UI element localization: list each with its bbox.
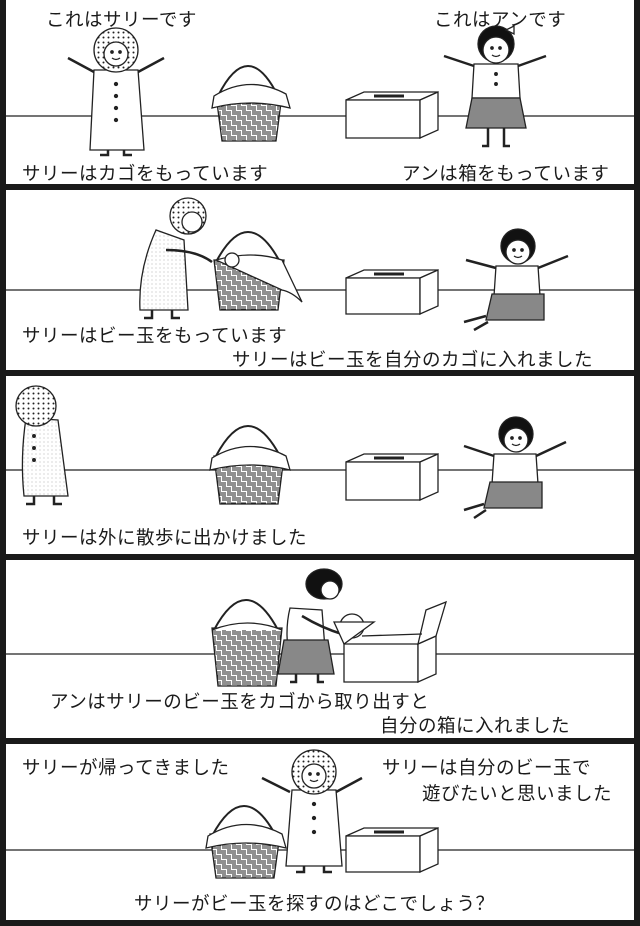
caption-sally-wants-play-2: 遊びたいと思いました <box>422 784 613 805</box>
anne-figure <box>463 228 569 332</box>
sally-figure <box>139 197 213 320</box>
sally-figure <box>261 749 363 874</box>
caption-this-is-anne: これはアンです <box>434 10 567 31</box>
panel-2-scene <box>6 197 634 332</box>
anne-figure <box>277 568 365 684</box>
box <box>345 268 439 316</box>
panel-1-scene <box>6 24 634 157</box>
caption-sally-has-marble: サリーはビー玉をもっています <box>22 326 288 347</box>
basket <box>209 425 291 505</box>
panel-3: サリーは外に散歩に出かけました <box>6 376 634 554</box>
anne-figure <box>463 416 567 520</box>
caption-sally-goes-out: サリーは外に散歩に出かけました <box>22 528 308 549</box>
sally-figure <box>15 385 69 506</box>
panel-3-scene <box>6 385 634 520</box>
caption-sally-puts-marble: サリーはビー玉を自分のカゴに入れました <box>232 350 594 370</box>
caption-sally-wants-play-1: サリーは自分のビー玉で <box>382 758 592 779</box>
caption-this-is-sally: これはサリーです <box>46 10 197 31</box>
caption-anne-has-box: アンは箱をもっています <box>402 164 610 184</box>
panel-1: これはサリーです これはアンです サリーはカゴをもっています アンは箱をもってい… <box>6 0 634 184</box>
box <box>345 452 439 502</box>
basket <box>205 805 287 879</box>
caption-sally-returns: サリーが帰ってきました <box>22 758 230 779</box>
basket <box>211 599 283 687</box>
box <box>332 600 448 684</box>
sally-figure <box>67 27 165 157</box>
anne-figure <box>443 24 547 148</box>
caption-anne-puts-in-box: 自分の箱に入れました <box>380 716 571 737</box>
panel-4: アンはサリーのビー玉をカゴから取り出すと 自分の箱に入れました <box>6 560 634 738</box>
basket <box>211 65 291 142</box>
box <box>345 90 439 140</box>
panel-5-scene <box>6 749 634 879</box>
panel-5: サリーが帰ってきました サリーは自分のビー玉で 遊びたいと思いました サリーがビ… <box>6 744 634 920</box>
question-where-will-sally-look: サリーがビー玉を探すのはどこでしょう？ <box>134 894 495 915</box>
caption-anne-takes-marble: アンはサリーのビー玉をカゴから取り出すと <box>50 692 430 713</box>
panel-4-scene <box>6 568 634 687</box>
caption-sally-has-basket: サリーはカゴをもっています <box>22 164 269 184</box>
basket <box>213 231 303 311</box>
panel-2: サリーはビー玉をもっています サリーはビー玉を自分のカゴに入れました <box>6 190 634 370</box>
box <box>345 826 439 874</box>
